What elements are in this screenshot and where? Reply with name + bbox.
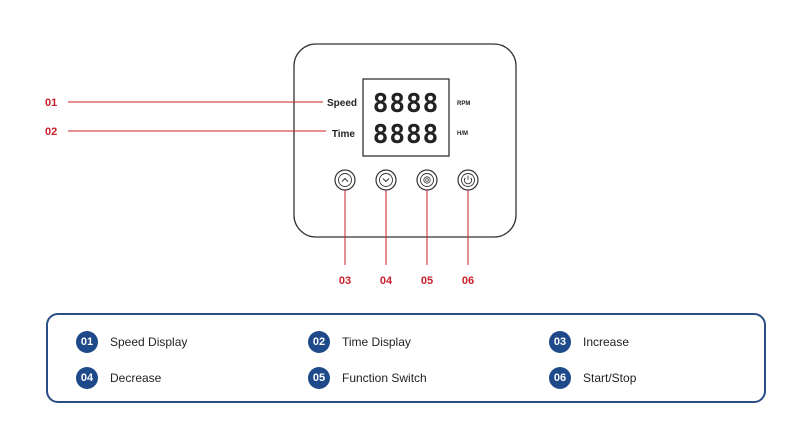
callout-number-04: 04 [380, 275, 393, 287]
callout-number-05: 05 [421, 275, 433, 287]
function-switch-icon [423, 176, 431, 184]
legend-item-time-display: 02 Time Display [308, 331, 411, 353]
legend-item-increase: 03 Increase [549, 331, 629, 353]
legend-badge-03: 03 [549, 331, 571, 353]
legend-label-increase: Increase [583, 335, 630, 349]
legend-badge-02: 02 [308, 331, 330, 353]
legend-box: 01 Speed Display 02 Time Display 03 Incr… [46, 313, 766, 403]
legend-badge-01: 01 [76, 331, 98, 353]
increase-button[interactable] [334, 169, 356, 191]
legend-label-start-stop: Start/Stop [583, 371, 637, 385]
speed-display-digits: 8888 [373, 89, 440, 119]
legend-label-function-switch: Function Switch [342, 371, 427, 385]
legend-badge-04: 04 [76, 367, 98, 389]
chevron-up-icon [341, 177, 349, 182]
function-switch-button[interactable] [416, 169, 438, 191]
speed-label: Speed [327, 98, 357, 109]
control-panel-diagram: Speed Time 8888 8888 RPM H/M 01 [45, 43, 517, 287]
legend-label-time-display: Time Display [342, 335, 411, 349]
callout-number-03: 03 [339, 275, 351, 287]
time-label: Time [332, 129, 356, 140]
callout-number-01: 01 [45, 97, 57, 109]
power-button[interactable] [457, 169, 479, 191]
legend-badge-06: 06 [549, 367, 571, 389]
legend-item-start-stop: 06 Start/Stop [549, 367, 636, 389]
legend-item-function-switch: 05 Function Switch [308, 367, 427, 389]
display-screen [362, 78, 450, 157]
power-icon [463, 175, 473, 185]
callout-number-06: 06 [462, 275, 474, 287]
time-display-digits: 8888 [373, 120, 440, 150]
callout-number-02: 02 [45, 126, 57, 138]
legend-badge-05: 05 [308, 367, 330, 389]
legend-label-decrease: Decrease [110, 371, 162, 385]
rpm-unit-label: RPM [457, 101, 470, 107]
legend-label-speed-display: Speed Display [110, 335, 188, 349]
hm-unit-label: H/M [457, 131, 468, 137]
decrease-button[interactable] [375, 169, 397, 191]
chevron-down-icon [382, 178, 390, 183]
legend-item-decrease: 04 Decrease [76, 367, 161, 389]
legend-item-speed-display: 01 Speed Display [76, 331, 187, 353]
